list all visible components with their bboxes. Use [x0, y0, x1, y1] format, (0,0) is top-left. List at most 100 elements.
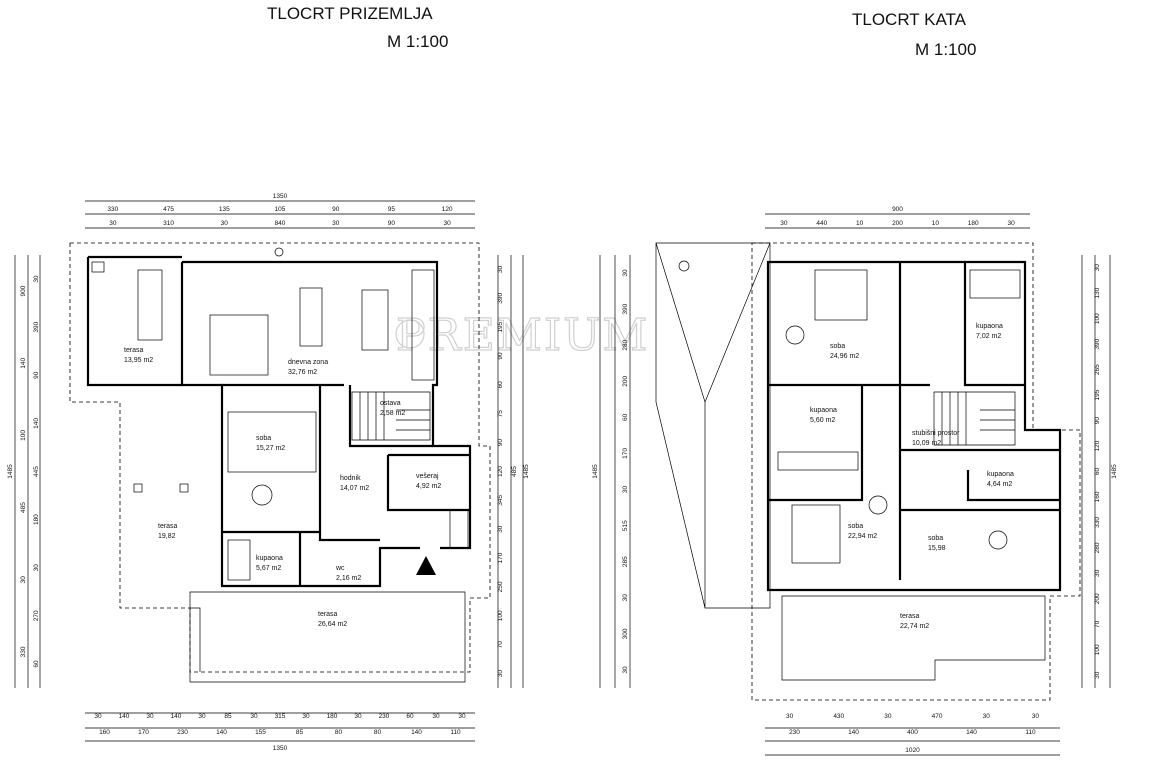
uf-stubisni-area: 10,09 m2: [912, 440, 941, 447]
wardrobe-laundry: [449, 509, 469, 549]
gf-right-dim-label: 70: [497, 641, 504, 649]
entrance-arrow-icon: [416, 556, 436, 575]
gf-top-2-dim-label: 30: [444, 220, 452, 227]
table-third: [988, 530, 1008, 550]
uf-bottom-dim-label: 470: [932, 713, 943, 720]
uf-right-dim-label: 100: [1094, 644, 1101, 655]
shower-upper: [969, 269, 1021, 299]
uf-left-dim-label: 200: [622, 375, 629, 386]
gf-top-2-dim-label: 840: [275, 220, 286, 227]
gf-left-dim-label: 30: [33, 275, 40, 283]
gf-right-dim-label: 30: [497, 265, 504, 273]
uf-bottom-dim-label: 30: [983, 713, 991, 720]
gf-right-dim-label: 90: [497, 439, 504, 447]
uf-soba-2-area: 22,94 m2: [848, 533, 877, 540]
uf-top-dim-label: 10: [856, 220, 864, 227]
uf-left-dim-label: 30: [622, 666, 629, 674]
ground-outer-wall: [182, 260, 472, 550]
gf-bottom-2-dim-label: 85: [296, 729, 304, 736]
uf-left-dim-label: 300: [622, 628, 629, 639]
gf-bottom-dim-label: 30: [432, 713, 440, 720]
gf-top-2-dim-label: 30: [221, 220, 229, 227]
uf-right-dim-label: 330: [1094, 517, 1101, 528]
ground-dimension-lines: [14, 200, 524, 742]
ground-partitions: [222, 383, 470, 586]
gf-bottom-dim-label: 30: [302, 713, 310, 720]
gf-bottom-dim-label: 30: [146, 713, 154, 720]
gf-terasa-2-name: terasa: [158, 523, 178, 530]
uf-right-dim-label: 120: [1094, 440, 1101, 451]
uf-right-dim-label: 130: [1094, 287, 1101, 298]
upper-floor-title: TLOCRT KATA: [852, 10, 966, 29]
gf-left-dim-label: 30: [33, 564, 40, 572]
upper-terrace-slab: [781, 595, 1046, 681]
uf-terasa-name: terasa: [900, 613, 920, 620]
gf-top-2-dim-label: 30: [332, 220, 340, 227]
gf-bottom-dim-label: 315: [275, 713, 286, 720]
ground-terrace-wall: [86, 255, 182, 387]
uf-right-dim-label: 280: [1094, 542, 1101, 553]
gf-left-2-dim-label: 100: [20, 430, 27, 441]
uf-top-dim-label: 180: [968, 220, 979, 227]
uf-right-dim-label: 30: [1094, 264, 1101, 272]
gf-bottom-dim-label: 230: [379, 713, 390, 720]
wardrobe-upper: [777, 451, 859, 471]
gf-wc-name: wc: [335, 565, 345, 572]
gf-top-total-dim-label: 1350: [273, 193, 288, 200]
uf-stubisni-name: stubišni prostor: [912, 430, 960, 437]
kitchen-island: [361, 289, 389, 351]
gf-hodnik-area: 14,07 m2: [340, 485, 369, 492]
uf-right-dim-label: 60: [1094, 468, 1101, 476]
uf-bottom-dim-label: 30: [1032, 713, 1040, 720]
uf-bottom-2-dim-label: 110: [1025, 729, 1036, 736]
uf-right-dim-label: 390: [1094, 338, 1101, 349]
sofa: [209, 314, 269, 376]
gf-soba-name: soba: [256, 435, 271, 442]
gf-soba-area: 15,27 m2: [256, 445, 285, 452]
ground-floor-scale: M 1:100: [387, 32, 449, 51]
gf-top-2-dim-label: 30: [109, 220, 117, 227]
gf-right-dim-label: 195: [497, 321, 504, 332]
uf-right-dim-label: 30: [1094, 671, 1101, 679]
gf-kupaona-area: 5,67 m2: [256, 565, 281, 572]
kitchen-counter: [411, 269, 435, 381]
gf-bottom-dim-label: 30: [458, 713, 466, 720]
gf-top-dim-label: 135: [219, 206, 230, 213]
gf-bottom-2-dim-label: 160: [99, 729, 110, 736]
uf-kupaona-1-name: kupaona: [976, 323, 1003, 330]
uf-kupaona-3-name: kupaona: [987, 471, 1014, 478]
ground-floor-title: TLOCRT PRIZEMLJA: [267, 4, 433, 23]
gf-bottom-2-dim-label: 155: [255, 729, 266, 736]
upper-stairs: [933, 391, 1016, 446]
uf-right-dim-label: 195: [1094, 389, 1101, 400]
gf-terasa-1-area: 13,95 m2: [124, 357, 153, 364]
watermark-logo-icon: [395, 319, 425, 349]
gf-top-dim-label: 330: [107, 206, 118, 213]
gf-bottom-2-dim-label: 170: [138, 729, 149, 736]
gf-dnevna-name: dnevna zona: [288, 359, 328, 366]
bed-second: [791, 504, 841, 564]
gf-bottom-dim-label: 140: [171, 713, 182, 720]
gf-top-dim-label: 105: [275, 206, 286, 213]
gf-left-dim-label: 180: [33, 514, 40, 525]
gf-bottom-dim-label: 85: [224, 713, 232, 720]
uf-left-total-dim-label: 1485: [592, 464, 599, 479]
gf-terasa-3-name: terasa: [318, 611, 338, 618]
uf-right-dim-label: 90: [1094, 417, 1101, 425]
dining-table: [299, 287, 323, 347]
upper-floor-plan: soba 24,96 m2 kupaona 7,02 m2 kupaona 5,…: [592, 206, 1118, 756]
gf-bottom-2-dim-label: 230: [177, 729, 188, 736]
uf-left-dim-label: 390: [622, 303, 629, 314]
upper-dimension-lines: [599, 213, 1111, 756]
gf-top-2-dim-label: 310: [163, 220, 174, 227]
gf-right-dim-label: 60: [497, 381, 504, 389]
uf-soba-1-area: 24,96 m2: [830, 353, 859, 360]
table-second: [868, 495, 888, 515]
gf-right-dim-label: 30: [497, 525, 504, 533]
uf-left-dim-label: 30: [622, 594, 629, 602]
gf-terasa-3-area: 26,64 m2: [318, 621, 347, 628]
gf-left-dim-label: 390: [33, 321, 40, 332]
gf-dnevna-area: 32,76 m2: [288, 369, 317, 376]
uf-right-dim-label: 30: [1094, 569, 1101, 577]
uf-bottom-2-dim-label: 140: [966, 729, 977, 736]
